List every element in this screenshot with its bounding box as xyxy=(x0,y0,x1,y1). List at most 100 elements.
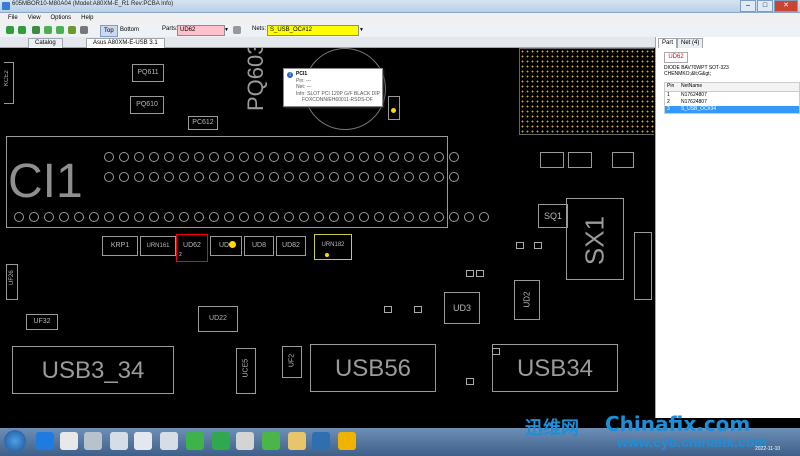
menu-file[interactable]: File xyxy=(8,15,18,21)
ud22-component[interactable]: UD22 xyxy=(198,306,238,332)
header-pin[interactable]: Pin xyxy=(667,83,675,89)
pcb-icon[interactable] xyxy=(262,432,280,450)
nets-input[interactable]: S_USB_OC#12 xyxy=(267,25,359,36)
parts-dropdown-icon[interactable]: ▼ xyxy=(224,27,229,33)
usb3-34-label: USB3_34 xyxy=(41,357,145,384)
pci-slot-outline[interactable] xyxy=(6,136,448,228)
usb56-label: USB56 xyxy=(334,355,412,382)
small-comp-1[interactable] xyxy=(540,152,564,168)
tab-board[interactable]: Asus A80XM-E-USB 3.1 xyxy=(86,38,165,48)
krp1-label: KRP1 xyxy=(110,242,130,249)
game-icon[interactable] xyxy=(212,432,230,450)
ud2-component[interactable]: UD2 xyxy=(514,280,540,320)
kce2-label: KCE2 xyxy=(4,70,10,86)
tab-net[interactable]: Net (4) xyxy=(677,38,704,48)
sx1-component[interactable]: SX1 xyxy=(566,198,624,280)
uce5-component[interactable]: UCE5 xyxy=(236,348,256,394)
media-icon[interactable] xyxy=(134,432,152,450)
grid-row[interactable]: 1 N17624807 xyxy=(665,92,799,99)
top-toggle[interactable]: Top xyxy=(100,25,118,37)
pad xyxy=(476,270,484,277)
start-button[interactable] xyxy=(4,430,26,452)
slot-pins-bottom xyxy=(14,212,489,222)
grid-row[interactable]: 2 N17624807 xyxy=(665,99,799,106)
part-desc-line2: CHENMKO;&lt;G&gt; xyxy=(664,71,711,77)
pq610-component[interactable]: PQ610 xyxy=(130,96,164,114)
back-icon[interactable] xyxy=(6,26,14,34)
rotate-icon[interactable] xyxy=(68,26,76,34)
ud82-component[interactable]: UD82 xyxy=(276,236,306,256)
nets-dropdown-icon[interactable]: ▼ xyxy=(359,27,364,33)
urn182-component[interactable]: URN182 xyxy=(314,234,352,260)
mirror-icon[interactable] xyxy=(80,26,88,34)
pad xyxy=(384,306,392,313)
folder-icon[interactable] xyxy=(288,432,306,450)
ud3-component[interactable]: UD3 xyxy=(444,292,480,324)
xftp-icon[interactable] xyxy=(236,432,254,450)
forward-icon[interactable] xyxy=(18,26,26,34)
uf2-component[interactable]: UF2 xyxy=(282,346,302,378)
zoom-out-icon[interactable] xyxy=(56,26,64,34)
board-viewer-icon[interactable] xyxy=(338,432,356,450)
ud6-component[interactable]: UD6 xyxy=(210,236,242,256)
tab-catalog[interactable]: Catalog xyxy=(28,38,63,48)
uf26-component[interactable]: UF26 xyxy=(6,264,18,300)
tools-icon[interactable] xyxy=(84,432,102,450)
highlight-pad-ud6 xyxy=(229,241,236,248)
small-comp-2[interactable] xyxy=(568,152,592,168)
tab-part[interactable]: Part xyxy=(658,38,678,48)
nets-label: Nets: xyxy=(252,26,267,32)
bottom-toggle[interactable]: Bottom xyxy=(120,27,140,33)
row-net: S_USB_OC#34 xyxy=(681,106,717,112)
parts-input[interactable]: UD62 xyxy=(177,25,225,36)
pc612-component[interactable]: PC612 xyxy=(188,116,218,130)
minimize-button[interactable]: – xyxy=(740,0,756,12)
qq-icon[interactable] xyxy=(60,432,78,450)
pq603-label: PQ603 xyxy=(243,48,268,111)
krp1-component[interactable]: KRP1 xyxy=(102,236,138,256)
wechat-icon[interactable] xyxy=(186,432,204,450)
zoom-in-icon[interactable] xyxy=(44,26,52,34)
board-view[interactable]: CI1 KCE2 PQ611 PQ610 PC612 PQ603 SQ1 SX1… xyxy=(4,48,654,414)
side-connector[interactable] xyxy=(634,232,652,300)
uf32-label: UF32 xyxy=(33,318,51,325)
menu-options[interactable]: Options xyxy=(50,15,72,21)
tooltip-name: PCI1 xyxy=(296,71,308,77)
window-controls: – □ ✕ xyxy=(740,0,798,12)
menu-help[interactable]: Help xyxy=(81,15,94,21)
pc612-label: PC612 xyxy=(192,119,214,126)
chrome-icon[interactable] xyxy=(110,432,128,450)
usb3-34-connector[interactable]: USB3_34 xyxy=(12,346,174,394)
zoom-fit-icon[interactable] xyxy=(32,26,40,34)
shuffle-icon[interactable] xyxy=(312,432,330,450)
ud2-label: UD2 xyxy=(522,291,532,308)
small-pad-pair[interactable] xyxy=(388,96,400,120)
grid-row-selected[interactable]: 3 S_USB_OC#34 xyxy=(665,106,799,113)
urn161-component[interactable]: URN161 xyxy=(140,236,176,256)
clock-date: 2022-11-10 xyxy=(755,446,781,452)
search-icon[interactable] xyxy=(233,26,241,34)
cpu-socket-pins xyxy=(519,48,654,135)
maximize-button[interactable]: □ xyxy=(757,0,773,12)
close-button[interactable]: ✕ xyxy=(774,0,798,12)
app-icon xyxy=(2,2,10,10)
ud62-component[interactable]: UD62 xyxy=(176,234,208,262)
small-comp-3[interactable] xyxy=(612,152,634,168)
pq611-component[interactable]: PQ611 xyxy=(132,64,164,82)
uf32-component[interactable]: UF32 xyxy=(26,314,58,330)
ud8-component[interactable]: UD8 xyxy=(244,236,274,256)
pq603-component[interactable]: PQ603 xyxy=(232,48,280,118)
tooltip-pin-row: Pin: --- xyxy=(296,78,311,84)
kce2-component[interactable]: KCE2 xyxy=(4,62,14,104)
header-netname[interactable]: NetName xyxy=(681,83,703,89)
menu-view[interactable]: View xyxy=(27,15,41,21)
tooltip-net-row: Net: --- xyxy=(296,84,312,90)
component-tooltip: i PCI1 Pin: --- Net: --- Info: SLOT PCI … xyxy=(283,68,383,107)
sq1-component[interactable]: SQ1 xyxy=(538,204,568,228)
app1-icon[interactable] xyxy=(160,432,178,450)
usb56-connector[interactable]: USB56 xyxy=(310,344,436,392)
ie-icon[interactable] xyxy=(36,432,54,450)
usb34-connector[interactable]: USB34 xyxy=(492,344,618,392)
slot-pins-mid xyxy=(104,172,459,182)
highlight-pad-urn182 xyxy=(325,253,329,257)
